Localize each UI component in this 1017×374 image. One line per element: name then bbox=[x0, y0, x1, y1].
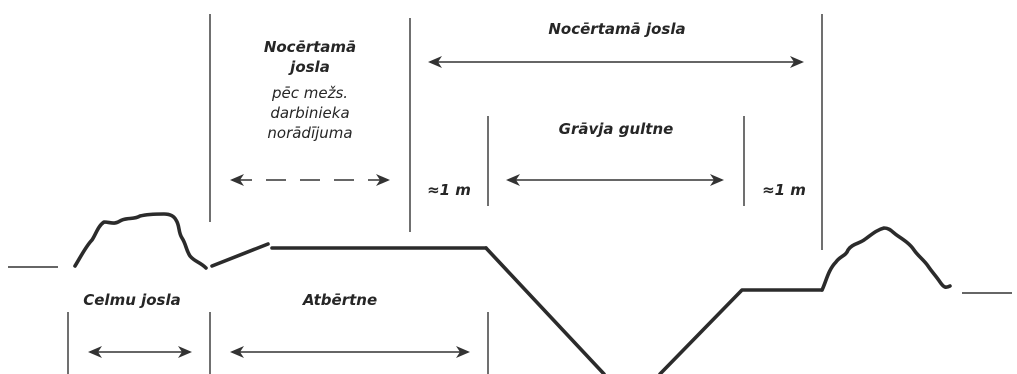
spoil-bank-left-segment bbox=[210, 242, 270, 268]
label-nocertama-josla-left-line2: josla bbox=[288, 58, 330, 76]
label-nocertama-josla-left-line1: Nocērtamā bbox=[264, 38, 356, 56]
stump-mound-right bbox=[820, 226, 952, 292]
stump-mound-left bbox=[73, 212, 208, 270]
label-nocertama-josla-top: Nocērtamā josla bbox=[548, 20, 685, 38]
ditch-profile bbox=[484, 246, 824, 374]
label-approx-1m-right: ≈1 m bbox=[762, 181, 806, 199]
label-note-line2: darbinieka bbox=[270, 104, 349, 122]
label-note-line3: norādījuma bbox=[267, 124, 352, 142]
label-note-line1: pēc mežs. bbox=[271, 84, 348, 102]
label-celmu-josla: Celmu josla bbox=[83, 291, 181, 309]
label-gravja-gultne: Grāvja gultne bbox=[559, 120, 674, 138]
label-approx-1m-left: ≈1 m bbox=[427, 181, 471, 199]
label-atbertne: Atbērtne bbox=[302, 291, 377, 309]
